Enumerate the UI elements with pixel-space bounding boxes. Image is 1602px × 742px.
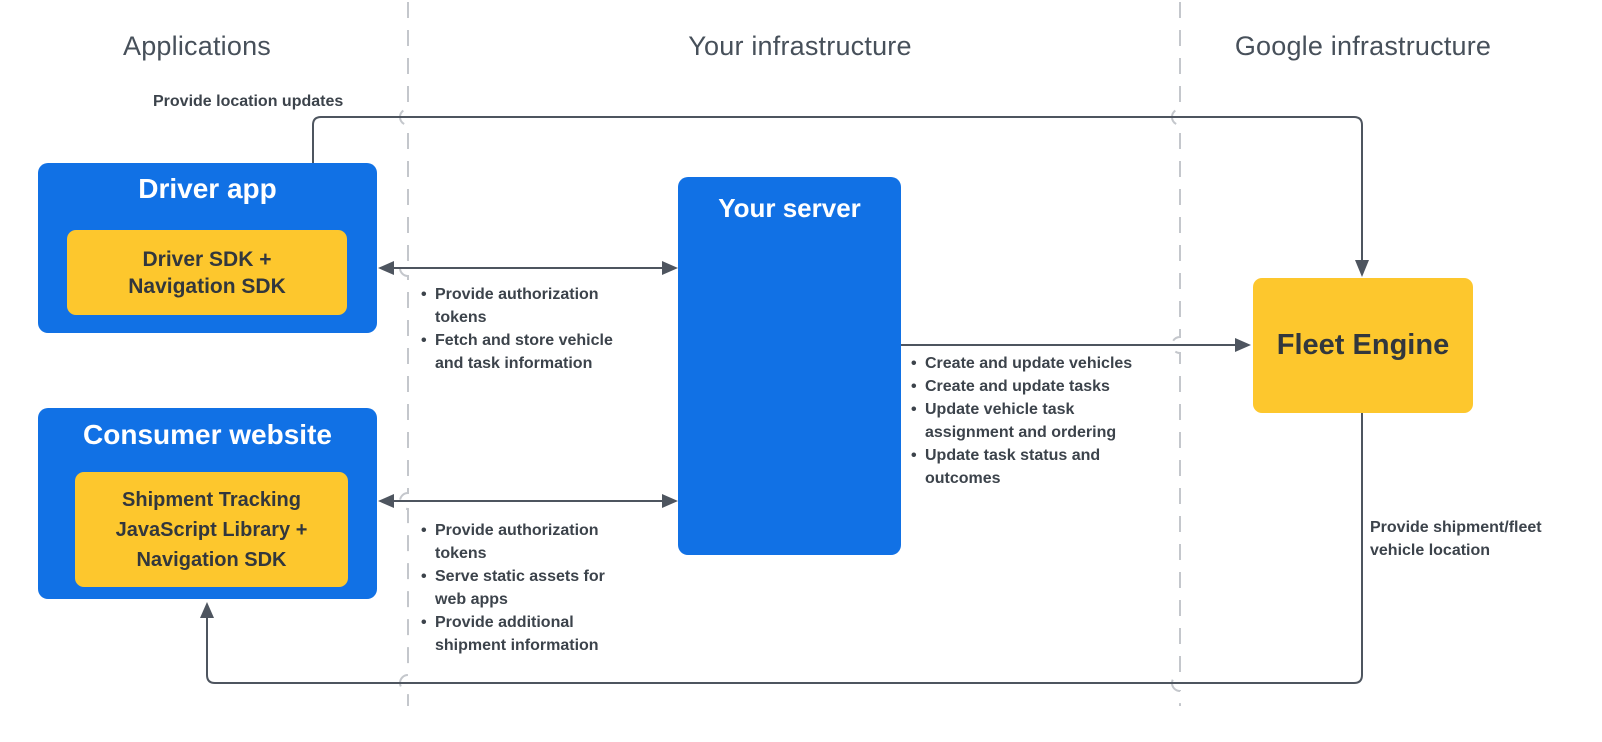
your-server-title: Your server (718, 193, 861, 223)
lane-divider-right (1171, 2, 1181, 706)
node-shipment-tracking-sdk: Shipment Tracking JavaScript Library + N… (75, 472, 348, 587)
arrowhead-into-fleet-top (1355, 260, 1369, 277)
bullet-item: Fetch and store vehicle and task informa… (421, 329, 636, 375)
arrowhead-into-consumer (378, 494, 394, 508)
bullet-item: Create and update vehicles (911, 352, 1156, 375)
edge-shipment-location (206, 413, 1363, 684)
arrowhead-into-driver (378, 261, 394, 275)
label-provide-location-updates: Provide location updates (153, 93, 344, 110)
arrowhead-into-consumer-bottom (200, 602, 214, 618)
arrowhead-into-server-top (662, 261, 678, 275)
node-fleet-engine: Fleet Engine (1253, 278, 1473, 413)
driver-sdk-line1: Driver SDK + (142, 247, 272, 271)
shipment-sdk-line2: JavaScript Library + (115, 518, 308, 541)
lane-divider-left (399, 2, 409, 706)
node-your-server: Your server (678, 177, 901, 555)
lane-header-applications: Applications (123, 31, 271, 61)
shipment-sdk-line3: Navigation SDK (136, 548, 287, 571)
bullets-consumer-server: Provide authorization tokensServe static… (421, 519, 616, 657)
label-provide-shipment-fleet: Provide shipment/fleet vehicle location (1370, 519, 1542, 559)
driver-sdk-line2: Navigation SDK (128, 274, 286, 298)
driver-app-title: Driver app (138, 173, 277, 204)
fleet-engine-title: Fleet Engine (1276, 329, 1450, 361)
bullet-item: Update task status and outcomes (911, 444, 1156, 490)
lane-header-google-infrastructure: Google infrastructure (1234, 31, 1492, 61)
shipment-sdk-line1: Shipment Tracking (122, 488, 301, 511)
bullet-item: Provide additional shipment information (421, 611, 616, 657)
bullet-item: Provide authorization tokens (421, 519, 616, 565)
bullet-item: Create and update tasks (911, 375, 1156, 398)
bullet-item: Provide authorization tokens (421, 283, 636, 329)
arrowhead-into-server-bottom (662, 494, 678, 508)
lane-header-your-infrastructure: Your infrastructure (688, 31, 912, 61)
node-driver-sdk: Driver SDK + Navigation SDK (67, 230, 347, 315)
edge-location-updates (312, 116, 1363, 261)
arrowhead-into-fleet-left (1235, 338, 1251, 352)
consumer-website-title: Consumer website (83, 419, 332, 450)
bullet-item: Update vehicle task assignment and order… (911, 398, 1156, 444)
bullets-server-fleet: Create and update vehiclesCreate and upd… (911, 352, 1156, 490)
bullet-item: Serve static assets for web apps (421, 565, 616, 611)
bullets-driver-server: Provide authorization tokensFetch and st… (421, 283, 636, 375)
